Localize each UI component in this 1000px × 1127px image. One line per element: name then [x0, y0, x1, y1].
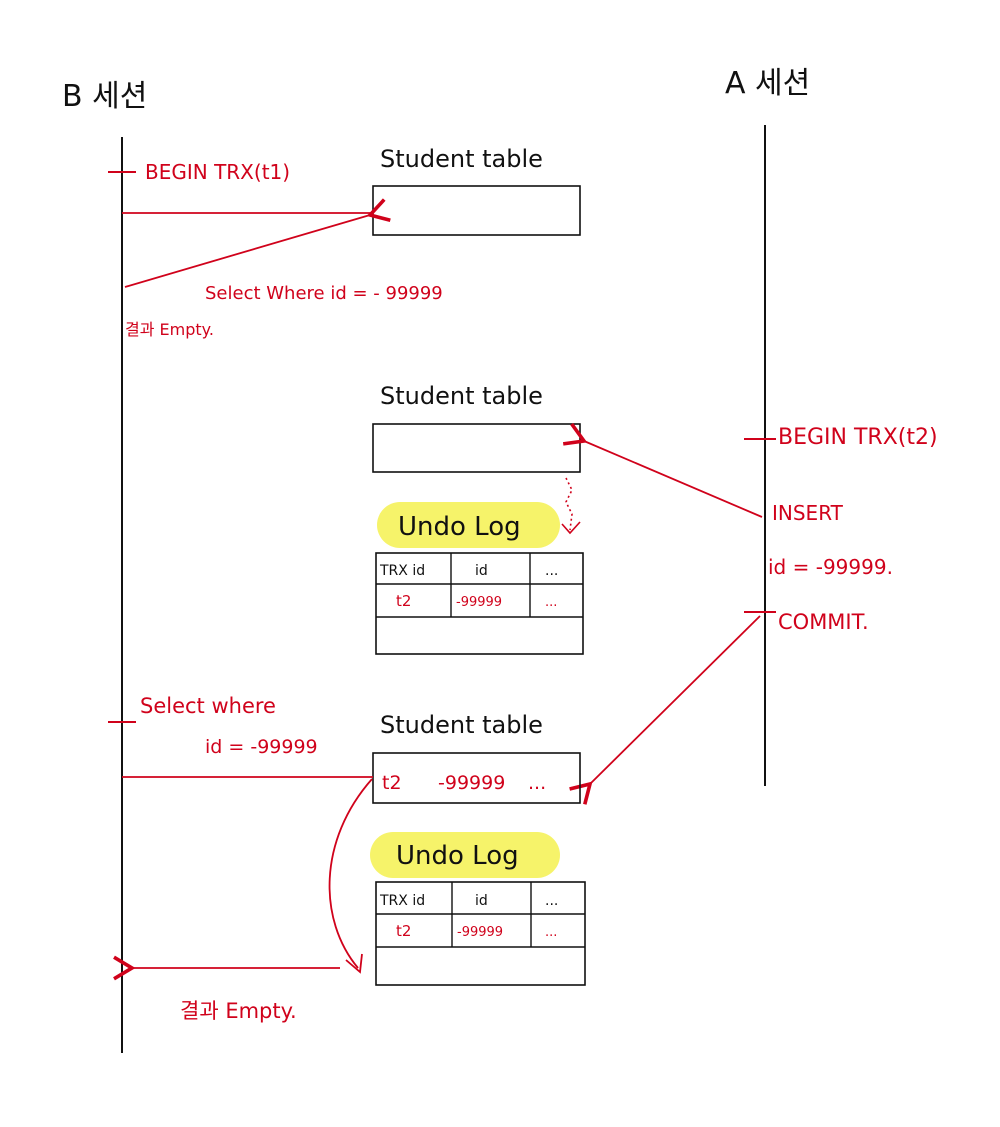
undo-log-table-2: TRX id id ... t2 -99999 ...	[375, 881, 586, 986]
undo2-cell-more: ...	[545, 925, 557, 940]
student-table-title-3: Student table	[380, 711, 543, 739]
undo-cell-more: ...	[545, 595, 557, 610]
undo-col-trx-id: TRX id	[379, 563, 425, 579]
select-query-label-2a: Select where	[140, 694, 276, 718]
table3-cell-id: -99999	[438, 772, 505, 794]
insert-id-label: id = -99999.	[768, 555, 893, 579]
undo2-col-id: id	[475, 893, 488, 909]
student-table-3	[372, 752, 581, 804]
undo-log-highlight-2	[370, 832, 560, 878]
session-b-header: B 세션	[62, 79, 147, 114]
student-table-title-2: Student table	[380, 382, 543, 410]
undo-log-title-1: Undo Log	[398, 512, 521, 542]
table3-cell-more: ...	[528, 772, 546, 794]
a-begin-label: BEGIN TRX(t2)	[778, 425, 938, 450]
b-begin-label: BEGIN TRX(t1)	[145, 160, 290, 184]
undo-log-highlight-1	[377, 502, 560, 548]
undo-copy-dotted-arrow	[565, 477, 573, 531]
undo-lookup-curve	[328, 778, 373, 969]
result-empty-label-2: 결과 Empty.	[180, 999, 297, 1023]
insert-arrow	[562, 422, 763, 518]
undo-cell-trx: t2	[396, 592, 411, 610]
undo2-col-trx-id: TRX id	[379, 893, 425, 909]
undo2-col-more: ...	[545, 893, 558, 909]
commit-arrow	[569, 615, 761, 805]
select-query-label-2b: id = -99999	[205, 736, 318, 758]
student-table-1	[372, 185, 581, 236]
select-query-label-1: Select Where id = - 99999	[205, 283, 443, 304]
student-table-2	[372, 423, 581, 473]
undo-cell-id: -99999	[456, 595, 502, 610]
result-empty-label-1: 결과 Empty.	[125, 320, 214, 339]
table3-cell-trx: t2	[382, 772, 402, 794]
undo-log-title-2: Undo Log	[396, 841, 519, 871]
undo2-cell-id: -99999	[457, 925, 503, 940]
undo-log-table-1: TRX id id ... t2 -99999 ...	[375, 552, 584, 655]
student-table-title-1: Student table	[380, 145, 543, 173]
select-result-arrow-1	[124, 198, 391, 288]
undo-col-more: ...	[545, 563, 558, 579]
session-a-header: A 세션	[725, 66, 810, 101]
undo-col-id: id	[475, 563, 488, 579]
undo2-cell-trx: t2	[396, 922, 411, 940]
commit-label: COMMIT.	[778, 610, 869, 634]
insert-label: INSERT	[772, 501, 844, 525]
